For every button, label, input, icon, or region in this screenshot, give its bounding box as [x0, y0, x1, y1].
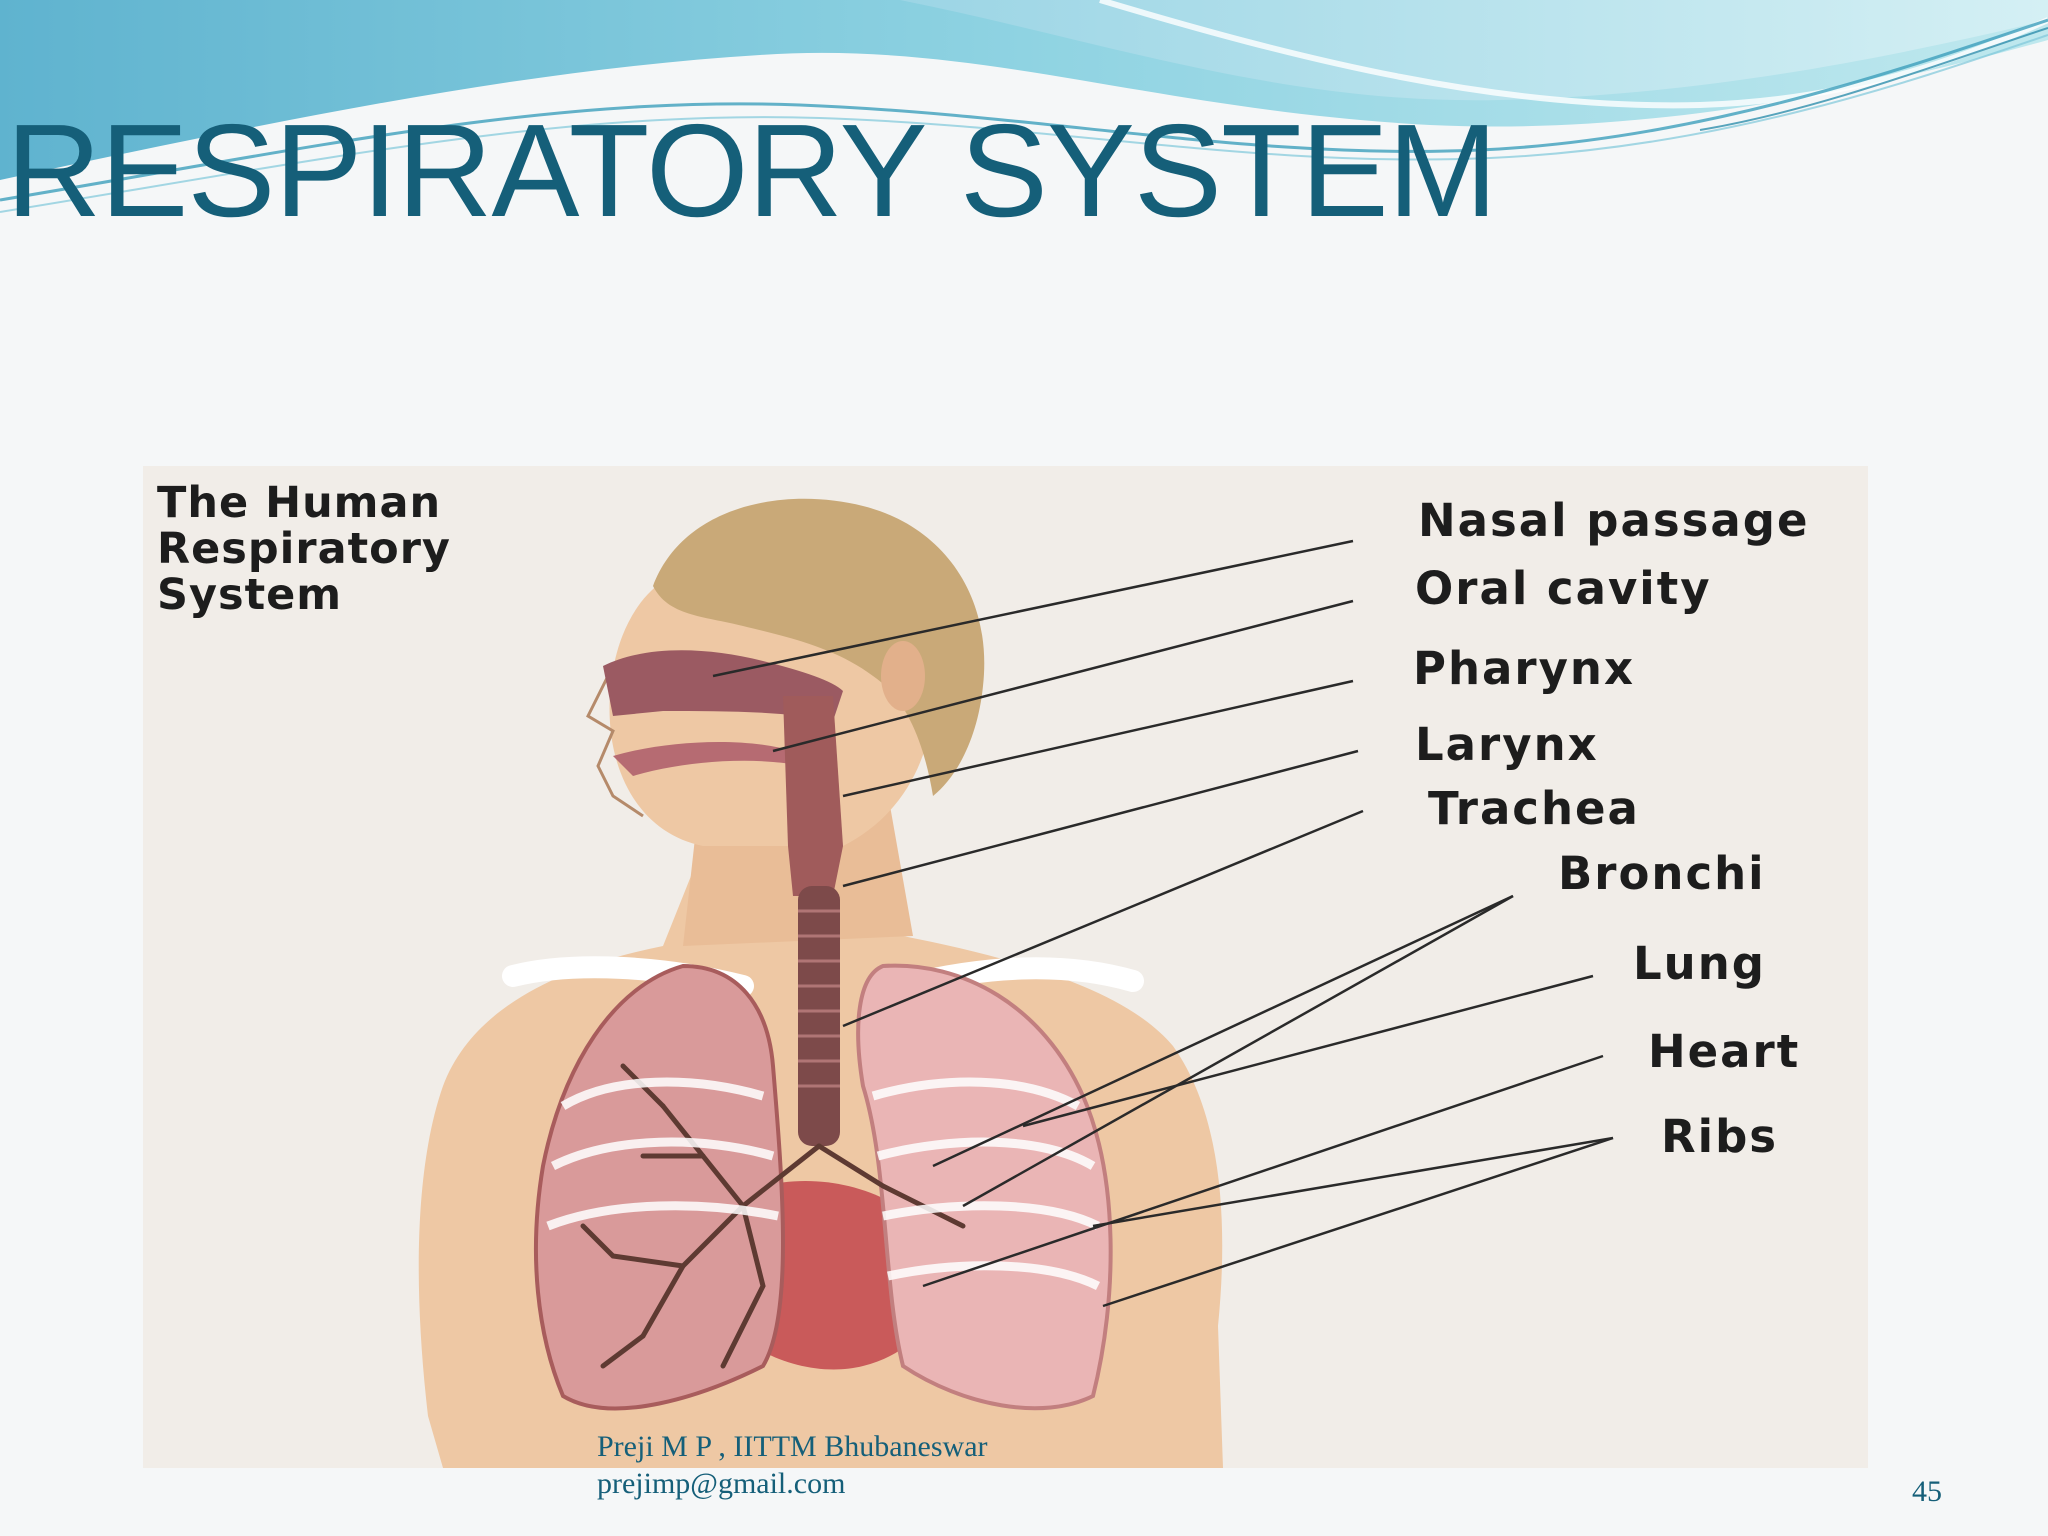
respiratory-diagram: The Human Respiratory System Nasal passa… — [143, 466, 1868, 1468]
trachea-shape — [798, 886, 840, 1146]
figure-title-line: Respiratory — [157, 524, 451, 574]
ear — [881, 641, 925, 711]
figure-title-line: The Human — [157, 478, 442, 528]
face-profile — [586, 665, 644, 818]
label-nasal-passage: Nasal passage — [1418, 494, 1810, 547]
header-wave-decoration — [0, 0, 2048, 213]
slide-title: RESPIRATORY SYSTEM — [6, 97, 1498, 244]
right-lung-shape — [856, 963, 1113, 1411]
label-heart: Heart — [1648, 1025, 1801, 1078]
figure-title-line: System — [157, 570, 343, 620]
label-oral-cavity: Oral cavity — [1415, 562, 1712, 615]
footer-email: prejimp@gmail.com — [597, 1467, 846, 1500]
hair — [653, 498, 985, 796]
nasal-passage-shape — [603, 650, 843, 721]
label-bronchi: Bronchi — [1558, 847, 1766, 900]
footer: Preji M P , IITTM Bhubaneswar prejimp@gm… — [597, 1428, 988, 1502]
pharynx-shape — [783, 696, 843, 896]
figure-title: The Human Respiratory System — [157, 480, 451, 618]
bronchial-tree — [580, 1063, 966, 1369]
oral-cavity-shape — [613, 741, 803, 776]
left-lung-shape — [533, 963, 785, 1411]
label-larynx: Larynx — [1415, 718, 1599, 771]
label-pharynx: Pharynx — [1413, 642, 1635, 695]
leader-lines — [712, 539, 1614, 1308]
footer-author: Preji M P , IITTM Bhubaneswar — [597, 1430, 988, 1463]
ribs — [546, 1077, 1101, 1291]
label-ribs: Ribs — [1661, 1110, 1779, 1163]
label-lung: Lung — [1633, 937, 1766, 990]
page-number: 45 — [1912, 1475, 1942, 1508]
label-trachea: Trachea — [1428, 782, 1640, 835]
anatomy-illustration — [418, 498, 1614, 1468]
